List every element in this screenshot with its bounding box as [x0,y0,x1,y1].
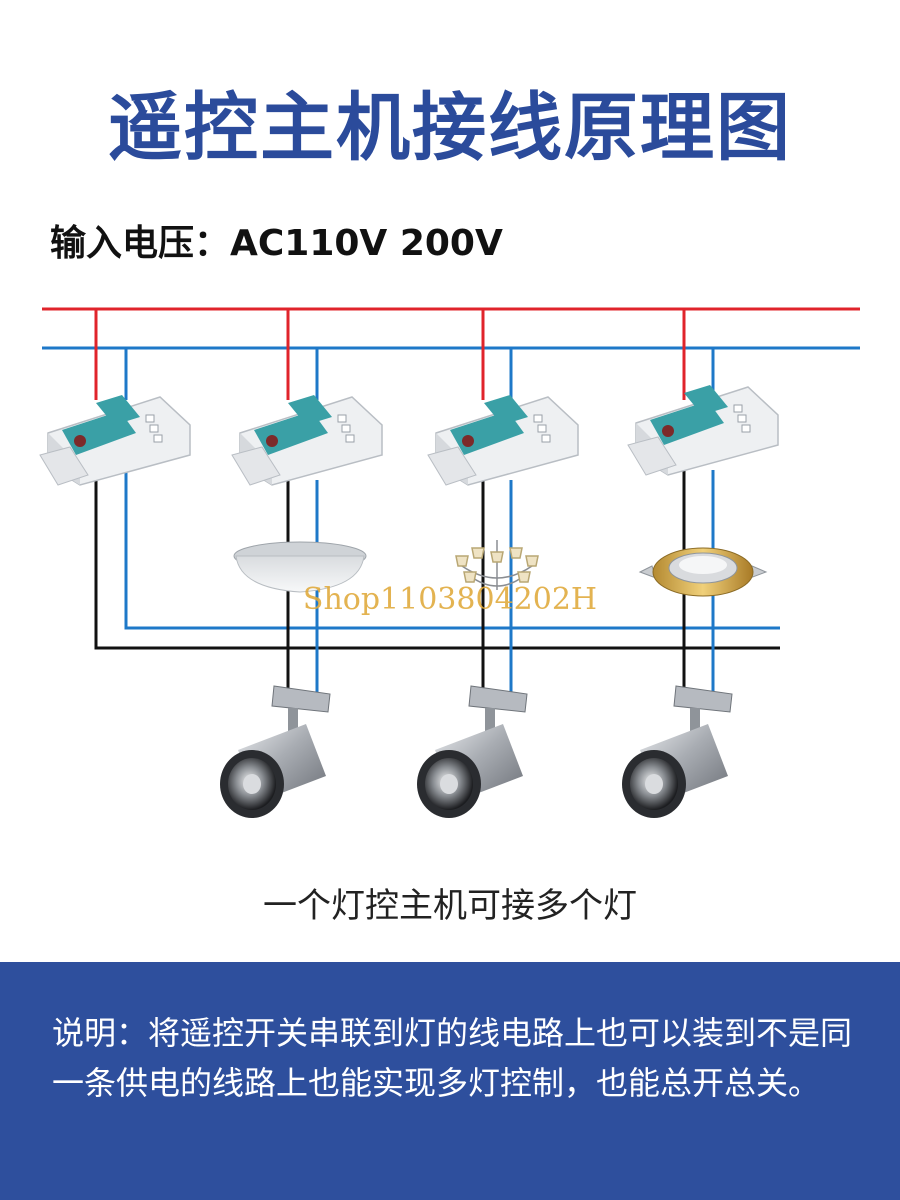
remote-module [627,385,779,476]
module-feed-wires [94,309,715,400]
remote-module [231,395,383,486]
chandelier-icon [455,540,539,590]
ceiling-dome-light-icon [233,541,367,593]
diagram-caption: 一个灯控主机可接多个灯 [263,886,637,926]
note-text: 说明：将遥控开关串联到灯的线电路上也可以装到不是同一条供电的线路上也能实现多灯控… [52,1014,853,1102]
remote-module [39,395,191,486]
wiring-diagram [39,307,860,818]
downlight-icon [638,547,768,597]
track-spotlight-icon [622,685,733,818]
page-title: 遥控主机接线原理图 [108,85,792,171]
track-spotlight-icon [220,685,331,818]
input-voltage-label: 输入电压：AC110V 200V [50,223,503,264]
track-spotlight-icon [417,685,528,818]
remote-module [427,395,579,486]
note-banner: 说明：将遥控开关串联到灯的线电路上也可以装到不是同一条供电的线路上也能实现多灯控… [0,962,900,1200]
shop-watermark: Shop1103804202H [302,582,598,617]
